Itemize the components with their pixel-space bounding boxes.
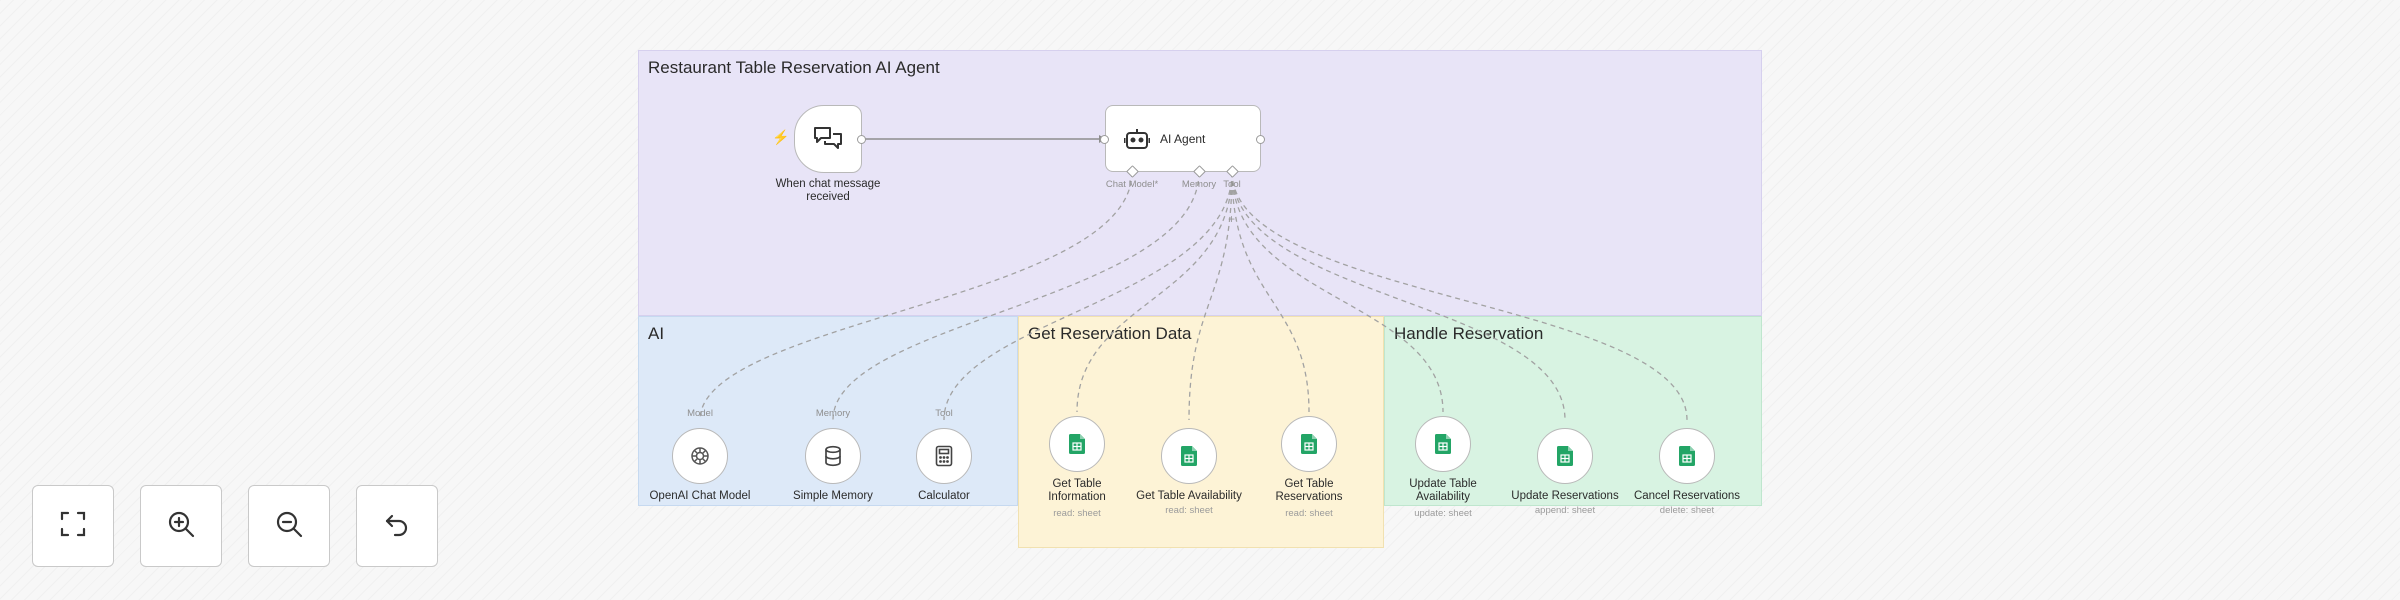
zoom-in-button[interactable] xyxy=(140,485,222,567)
google-sheets-icon xyxy=(1435,434,1451,454)
cancel-reservations-node[interactable] xyxy=(1659,428,1715,484)
group-main-title: Restaurant Table Reservation AI Agent xyxy=(648,58,940,77)
simple-memory-node[interactable] xyxy=(805,428,861,484)
update-table-availability-label: Update Table Availability xyxy=(1409,478,1477,503)
update-table-availability-sub: update: sheet xyxy=(1414,508,1472,519)
get-table-information-sub: read: sheet xyxy=(1053,508,1101,519)
agent-model-port-label: Chat Model* xyxy=(1105,179,1159,190)
get-table-availability-node[interactable] xyxy=(1161,428,1217,484)
undo-icon xyxy=(382,509,412,544)
get-table-availability-label: Get Table Availability xyxy=(1136,490,1242,502)
trigger-output-port[interactable] xyxy=(857,135,866,144)
cancel-reservations-sub: delete: sheet xyxy=(1659,505,1715,516)
update-table-availability-node[interactable] xyxy=(1415,416,1471,472)
zoom-in-icon xyxy=(166,509,196,544)
reset-zoom-button[interactable] xyxy=(356,485,438,567)
get-table-reservations-node[interactable] xyxy=(1281,416,1337,472)
get-table-information-label: Get Table Information xyxy=(1048,478,1106,503)
chat-trigger-node[interactable] xyxy=(794,105,862,173)
group-handle-reservation-title: Handle Reservation xyxy=(1394,324,1544,343)
agent-output-port[interactable] xyxy=(1256,135,1265,144)
ai-agent-label: AI Agent xyxy=(1160,132,1206,146)
agent-tool-port-label: Tool xyxy=(1223,179,1241,190)
ai-agent-node[interactable]: AI Agent xyxy=(1105,105,1261,172)
google-sheets-icon xyxy=(1301,434,1317,454)
google-sheets-icon xyxy=(1069,434,1085,454)
memory-port-label: Memory xyxy=(815,408,851,419)
group-reservation-data-title: Get Reservation Data xyxy=(1028,324,1192,343)
google-sheets-icon xyxy=(1679,446,1695,466)
trigger-bolt-icon: ⚡ xyxy=(772,129,790,145)
memory-label: Simple Memory xyxy=(793,490,873,502)
openai-label: OpenAI Chat Model xyxy=(649,490,751,502)
update-reservations-node[interactable] xyxy=(1537,428,1593,484)
zoom-out-icon xyxy=(274,509,304,544)
get-table-availability-sub: read: sheet xyxy=(1165,505,1213,516)
get-table-reservations-label: Get Table Reservations xyxy=(1275,478,1343,503)
fit-view-icon xyxy=(58,509,88,544)
cancel-reservations-label: Cancel Reservations xyxy=(1633,490,1741,502)
zoom-out-button[interactable] xyxy=(248,485,330,567)
agent-memory-port-label: Memory xyxy=(1181,179,1217,190)
google-sheets-icon xyxy=(1557,446,1573,466)
fit-view-button[interactable] xyxy=(32,485,114,567)
trigger-label: When chat message received xyxy=(775,178,881,203)
google-sheets-icon xyxy=(1181,446,1197,466)
chat-bubbles-icon xyxy=(813,125,843,153)
update-reservations-sub: append: sheet xyxy=(1534,505,1596,516)
openai-port-label: Model xyxy=(687,408,713,419)
robot-icon xyxy=(1123,127,1151,156)
calculator-node[interactable] xyxy=(916,428,972,484)
openai-chat-model-node[interactable] xyxy=(672,428,728,484)
database-icon xyxy=(823,445,843,467)
update-reservations-label: Update Reservations xyxy=(1511,490,1619,502)
calculator-label: Calculator xyxy=(918,490,970,502)
agent-input-port[interactable] xyxy=(1100,135,1109,144)
calculator-icon xyxy=(935,445,953,467)
calculator-port-label: Tool xyxy=(935,408,953,419)
group-ai-title: AI xyxy=(648,324,665,343)
get-table-reservations-sub: read: sheet xyxy=(1285,508,1333,519)
get-table-information-node[interactable] xyxy=(1049,416,1105,472)
openai-icon xyxy=(689,445,711,467)
